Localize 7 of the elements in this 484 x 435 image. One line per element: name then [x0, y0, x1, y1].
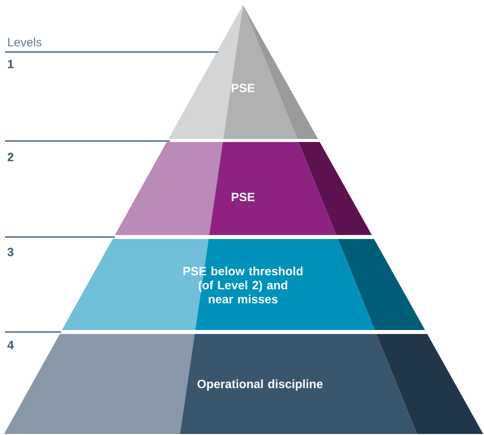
level-number: 3 — [8, 248, 14, 256]
level-number: 1 — [8, 60, 14, 68]
level-number: 4 — [7, 340, 14, 350]
pyramid-level: PSE — [114, 142, 372, 235]
levels-heading: Levels — [8, 38, 42, 46]
level-number: 2 — [8, 152, 14, 162]
pyramid-level: PSE — [168, 5, 318, 139]
